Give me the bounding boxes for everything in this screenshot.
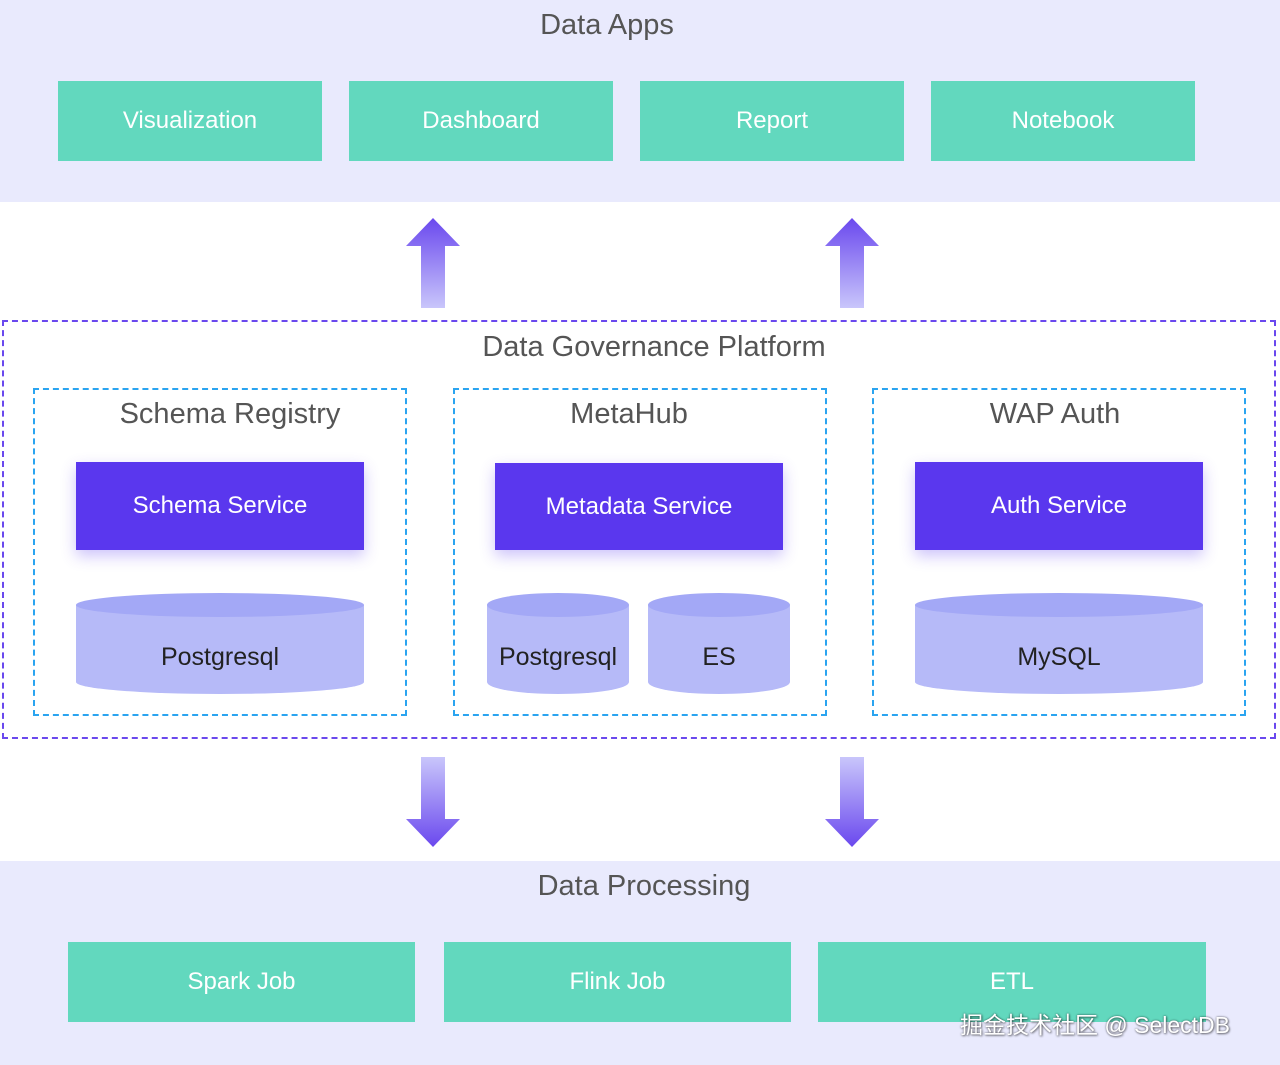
wap-auth-box	[872, 388, 1246, 716]
spark-job-box[interactable]: Spark Job	[68, 942, 415, 1022]
schema-registry-box	[33, 388, 407, 716]
etl-box[interactable]: ETL	[818, 942, 1206, 1022]
mysql-db[interactable]: MySQL	[915, 593, 1203, 694]
watermark-text: 掘金技术社区 @ SelectDB	[960, 1012, 1231, 1038]
visualization-box[interactable]: Visualization	[58, 81, 322, 161]
postgresql-db-schema[interactable]: Postgresql	[76, 593, 364, 694]
metahub-box	[453, 388, 827, 716]
schema-registry-title: Schema Registry	[119, 398, 341, 430]
arrow-down-icon	[825, 757, 879, 847]
auth-service-box[interactable]: Auth Service	[915, 462, 1203, 550]
dashboard-box[interactable]: Dashboard	[349, 81, 613, 161]
es-db[interactable]: ES	[648, 593, 790, 694]
wap-auth-title: WAP Auth	[989, 398, 1121, 430]
data-governance-platform	[2, 320, 1276, 739]
arrow-down-icon	[406, 757, 460, 847]
metadata-service-box[interactable]: Metadata Service	[495, 463, 783, 550]
metahub-title: MetaHub	[570, 398, 688, 430]
platform-title: Data Governance Platform	[482, 331, 826, 363]
database-cylinder-icon	[76, 593, 364, 617]
report-box[interactable]: Report	[640, 81, 904, 161]
database-cylinder-icon	[648, 593, 790, 617]
data-processing-title: Data Processing	[537, 870, 751, 902]
notebook-box[interactable]: Notebook	[931, 81, 1195, 161]
es-label: ES	[702, 643, 736, 671]
postgresql-label: Postgresql	[160, 643, 280, 671]
postgresql-label: Postgresql	[498, 643, 618, 671]
arrow-up-icon	[406, 218, 460, 308]
flink-job-box[interactable]: Flink Job	[444, 942, 791, 1022]
postgresql-db-metahub[interactable]: Postgresql	[487, 593, 629, 694]
database-cylinder-icon	[487, 593, 629, 617]
schema-service-box[interactable]: Schema Service	[76, 462, 364, 550]
database-cylinder-icon	[915, 593, 1203, 617]
data-apps-title: Data Apps	[540, 9, 674, 41]
mysql-label: MySQL	[1017, 643, 1101, 671]
arrow-up-icon	[825, 218, 879, 308]
